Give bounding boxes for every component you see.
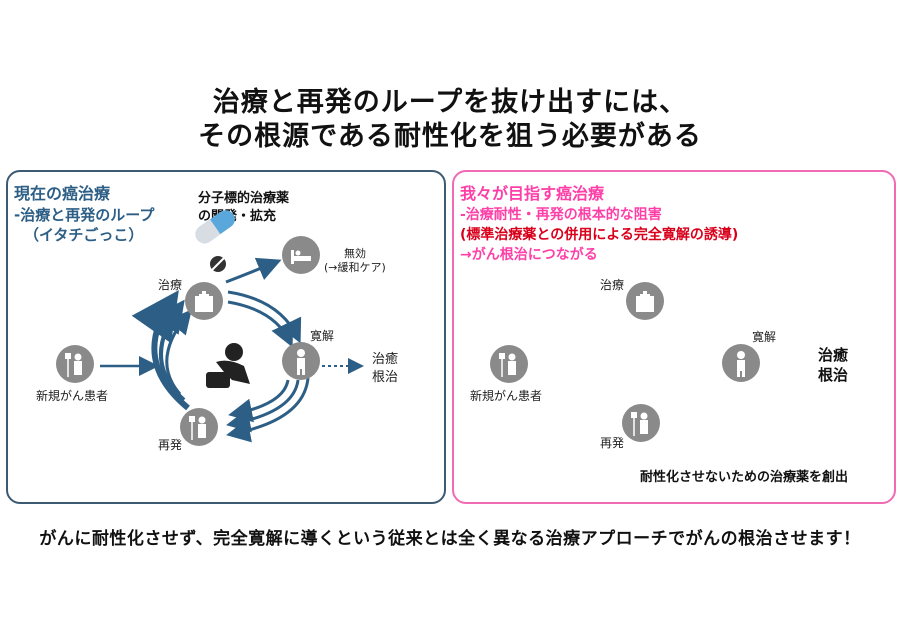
tablet-icon	[210, 256, 226, 272]
right-label-new-patient: 新規がん患者	[470, 389, 543, 403]
left-sub-1: -治療と再発のループ	[14, 206, 155, 224]
right-outcome-1: 治癒	[818, 346, 849, 364]
left-label-relapse: 再発	[158, 438, 183, 452]
left-label-remission: 寛解	[310, 329, 335, 343]
right-caption: 耐性化させないための治療薬を創出	[640, 470, 849, 485]
left-outcome-1: 治癒	[372, 352, 399, 367]
right-sub-3: →がん根治につながる	[460, 247, 598, 263]
right-remission-icon	[722, 344, 760, 382]
hospital-icon	[185, 282, 223, 320]
right-label-remission: 寛解	[752, 330, 777, 344]
left-label-treatment: 治療	[158, 278, 183, 292]
right-outcome-2: 根治	[818, 366, 849, 384]
capsule-icon	[195, 210, 235, 244]
right-sub-2: (標準治療薬との併用による完全寛解の誘導)	[460, 227, 739, 243]
right-hospital-icon	[626, 282, 664, 320]
drug-note-1: 分子標的治療薬	[198, 191, 290, 206]
right-new-patient-icon	[490, 345, 528, 383]
left-outcome-2: 根治	[372, 370, 399, 385]
page-title-line-1: 治療と再発のループを抜け出すには、	[212, 87, 688, 118]
right-label-relapse: 再発	[600, 436, 625, 450]
new-patient-icon	[56, 345, 94, 383]
page-title-line-2: その根源である耐性化を狙う必要がある	[198, 121, 702, 152]
left-sub-2: （イタチごっこ）	[24, 226, 144, 244]
relapse-patient-icon	[180, 408, 218, 446]
sad-person-icon	[206, 343, 250, 388]
left-label-ineffective: 無効	[344, 247, 366, 260]
left-label-palliative: (→緩和ケア)	[324, 261, 386, 274]
footer-message: がんに耐性化させず、完全寛解に導くという従来とは全く異なる治療アプローチでがんの…	[39, 529, 861, 549]
right-relapse-icon	[622, 404, 660, 442]
remission-person-icon	[282, 342, 320, 380]
left-heading: 現在の癌治療	[14, 184, 111, 203]
right-label-treatment: 治療	[600, 278, 625, 292]
target-treatment-panel	[452, 170, 896, 504]
right-sub-1: -治療耐性・再発の根本的な阻害	[460, 207, 662, 223]
left-label-new-patient: 新規がん患者	[36, 389, 109, 403]
right-heading: 我々が目指す癌治療	[460, 184, 605, 203]
bed-icon	[282, 236, 320, 274]
